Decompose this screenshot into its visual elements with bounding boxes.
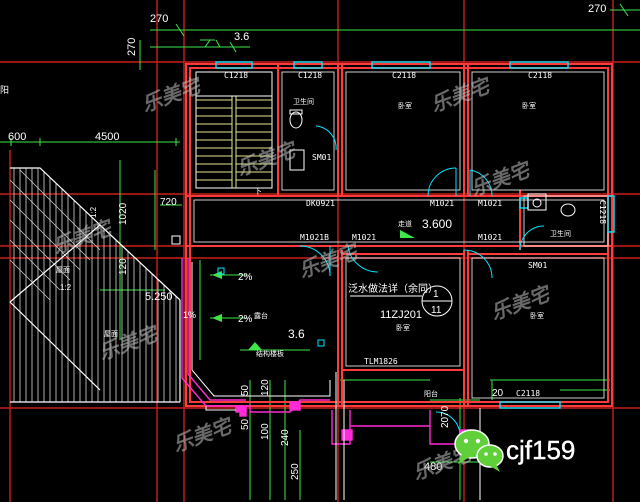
watermark-8: 乐美宅 <box>96 322 163 365</box>
window-c1218-right: C1218 <box>298 71 322 80</box>
dim-480: 480 <box>424 461 442 473</box>
windows <box>215 61 615 409</box>
room-terrace: 露台 <box>254 311 268 320</box>
window-c2118-right: C2118 <box>528 71 552 80</box>
dimension-lines <box>0 3 640 500</box>
dim-1-2: 1:2 <box>89 206 98 218</box>
window-c2118-bottom: C2118 <box>516 389 540 398</box>
watermark-3: 乐美宅 <box>234 138 301 181</box>
room-corridor: 走道 <box>398 219 412 228</box>
room-structure: 结构楼板 <box>256 349 284 358</box>
window-c1218-left: C1218 <box>224 71 248 80</box>
detail-circle-top: 1 <box>433 289 439 300</box>
watermark-7: 乐美宅 <box>488 282 555 325</box>
dim-720: 720 <box>160 197 177 208</box>
room-bed-2: 卧室 <box>522 101 536 110</box>
room-balcony: 阳台 <box>424 389 438 398</box>
window-c1218-side: C1218 <box>598 200 607 224</box>
watermark-5: 乐美宅 <box>50 216 117 259</box>
dim-20: 20 <box>492 388 504 399</box>
door-m1021-d: M1021 <box>478 233 502 242</box>
detail-ref: 11ZJ201 <box>380 309 422 321</box>
room-bed-1: 卧室 <box>398 101 412 110</box>
detail-note: 泛水做法详（余同） <box>348 282 438 295</box>
dim-120-a: 120 <box>118 258 129 275</box>
elevation-5250: 5.250 <box>145 291 173 303</box>
slope-1pct: 1% <box>183 310 196 320</box>
dim-600: 600 <box>8 131 26 143</box>
detail-marker <box>350 285 453 317</box>
room-bed-3: 卧室 <box>396 323 410 332</box>
slope-2pct-a: 2% <box>238 272 253 283</box>
dim-top-left-270: 270 <box>150 13 168 25</box>
watermark-9: 乐美宅 <box>170 414 237 457</box>
dim-50-b: 50 <box>240 418 251 430</box>
dim-3-6-top: 3.6 <box>234 31 249 43</box>
dim-left-270: 270 <box>126 38 138 56</box>
pipe-markers <box>171 235 325 347</box>
dim-1020: 1020 <box>118 202 129 225</box>
door-sm01-right: SM01 <box>528 261 547 270</box>
wechat-handle: cjf159 <box>506 435 575 465</box>
dim-slope-1-2: 1:2 <box>60 283 72 292</box>
walls <box>185 63 613 407</box>
staircase <box>195 71 273 189</box>
door-tlm1826: TLM1826 <box>364 357 398 366</box>
room-roof-2: 屋面 <box>104 330 118 338</box>
door-sm01-top: SM01 <box>312 153 331 162</box>
detail-circle-bottom: 11 <box>431 305 442 316</box>
door-dk0921: DK0921 <box>306 199 335 208</box>
slope-arrows <box>212 230 415 350</box>
dim-50-a: 50 <box>240 384 251 396</box>
slope-2pct-b: 2% <box>238 314 253 325</box>
dim-120-b: 120 <box>260 379 271 396</box>
room-bath-2: 卫生间 <box>550 229 571 238</box>
elevation-3600: 3.600 <box>422 217 452 231</box>
dim-4500: 4500 <box>95 131 119 143</box>
room-bed-4: 卧室 <box>530 311 544 320</box>
dim-3-6-mid: 3.6 <box>288 327 305 341</box>
door-m1021b: M1021B <box>300 233 329 242</box>
wechat-badge: cjf159 <box>454 429 576 472</box>
watermark-2: 乐美宅 <box>428 74 495 117</box>
stair-down-mark: 下 <box>254 187 262 196</box>
left-edge-label: 阳 <box>0 85 9 95</box>
door-m1021-a: M1021 <box>430 199 454 208</box>
door-m1021-b: M1021 <box>478 199 502 208</box>
wechat-icon <box>454 429 504 472</box>
dim-240: 240 <box>280 429 291 446</box>
dim-100: 100 <box>260 423 271 440</box>
dim-250: 250 <box>290 463 301 480</box>
door-m1021-c: M1021 <box>352 233 376 242</box>
dim-2070: 2070 <box>440 405 451 428</box>
dim-top-right-270: 270 <box>588 3 606 15</box>
bathroom-fixtures <box>289 109 576 217</box>
window-c2118-mid: C2118 <box>392 71 416 80</box>
room-roof: 屋面 <box>56 266 70 274</box>
inner-wall-lines <box>193 71 609 399</box>
room-bath-1: 卫生间 <box>293 97 314 106</box>
